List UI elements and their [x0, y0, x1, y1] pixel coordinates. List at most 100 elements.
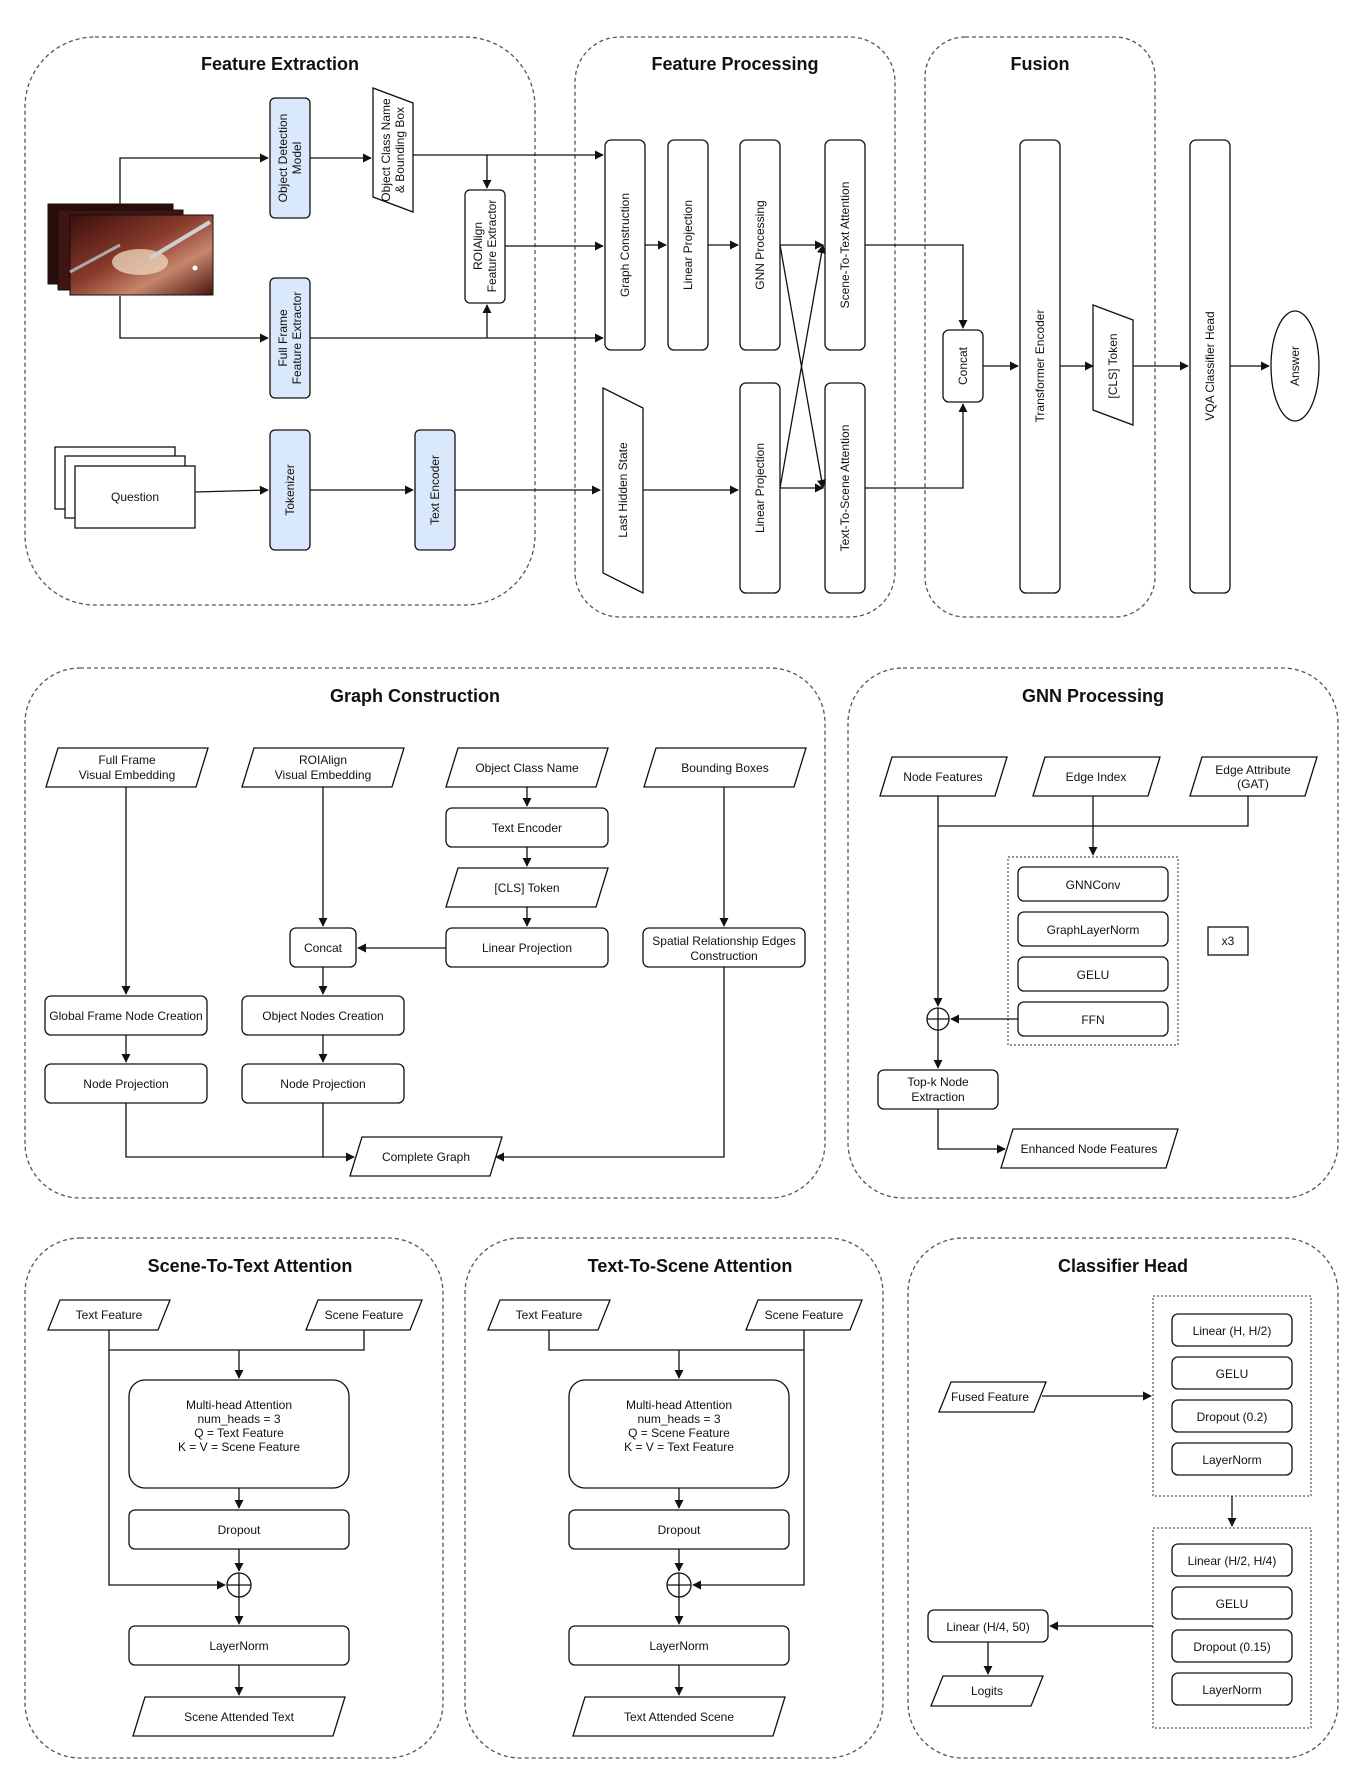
fusion-concat-label: Concat — [956, 346, 970, 385]
ch-logits-shape — [930, 1675, 1044, 1707]
surgical-frames-image — [47, 203, 214, 296]
fp-linear-projection-bottom-label: Linear Projection — [753, 443, 767, 533]
gc-object-class-name-label: Object Class Name — [475, 761, 579, 775]
gnn-layer-block — [1007, 856, 1179, 1046]
s2t-layernorm-label: LayerNorm — [209, 1639, 268, 1653]
panel-title-graph-construction: Graph Construction — [330, 686, 500, 706]
ch-dropout-1-label: Dropout (0.2) — [1197, 1410, 1268, 1424]
gc-complete-graph-label: Complete Graph — [382, 1150, 470, 1164]
gnn-residual-add — [926, 1007, 950, 1031]
s2t-connectors — [108, 1330, 365, 1696]
s2t-residual-add — [226, 1572, 252, 1598]
gnn-repeat-label: x3 — [1222, 934, 1235, 948]
gnn-edge-index-label: Edge Index — [1066, 770, 1127, 784]
ch-dropout-2-label: Dropout (0.15) — [1193, 1640, 1270, 1654]
answer-label: Answer — [1288, 346, 1302, 386]
ch-layernorm-2-label: LayerNorm — [1202, 1683, 1261, 1697]
t2s-dropout-label: Dropout — [658, 1523, 701, 1537]
ch-dropout-1-box — [1171, 1399, 1293, 1433]
ch-layernorm-2-box — [1171, 1672, 1293, 1706]
gc-node-projection-1-label: Node Projection — [83, 1077, 168, 1091]
object-class-bbox-label: Object Class Name& Bounding Box — [379, 98, 407, 202]
gnn-enhanced-features-shape — [1000, 1128, 1179, 1169]
ch-block-2 — [1152, 1527, 1312, 1729]
gnn-gnnconv-label: GNNConv — [1066, 878, 1121, 892]
roialign-extractor-label: ROIAlignFeature Extractor — [471, 200, 499, 293]
object-detection-model-label: Object DetectionModel — [276, 114, 304, 203]
panel-fusion — [924, 36, 1156, 618]
tokenizer-label: Tokenizer — [283, 464, 297, 515]
panel-title-gnn-processing: GNN Processing — [1022, 686, 1164, 706]
ch-layernorm-1-label: LayerNorm — [1202, 1453, 1261, 1467]
ch-linear-2-label: Linear (H/2, H/4) — [1188, 1554, 1277, 1568]
s2t-scene-feature-shape — [305, 1299, 423, 1331]
fp-graph-construction-label: Graph Construction — [618, 193, 632, 297]
gc-linear-projection-label: Linear Projection — [482, 941, 572, 955]
gc-object-class-name-shape — [445, 747, 609, 788]
gnn-edge-index-shape — [1032, 756, 1161, 797]
gc-bounding-boxes-label: Bounding Boxes — [681, 761, 768, 775]
s2t-dropout-label: Dropout — [218, 1523, 261, 1537]
gc-node-projection-2-label: Node Projection — [280, 1077, 365, 1091]
t2s-text-feature-label: Text Feature — [516, 1308, 583, 1322]
fp-last-hidden-state-shape — [602, 386, 644, 595]
s2t-output-label: Scene Attended Text — [184, 1710, 295, 1724]
ch-gelu-2-box — [1171, 1586, 1293, 1620]
object-class-bbox-shape — [372, 87, 414, 213]
panel-title-text-to-scene: Text-To-Scene Attention — [588, 1256, 793, 1276]
gnn-node-features-shape — [879, 756, 1008, 797]
fusion-cls-token-label: [CLS] Token — [1106, 333, 1120, 398]
gc-roialign-embedding-shape — [241, 747, 405, 788]
gnn-connectors — [933, 796, 1249, 1154]
gc-full-frame-embedding-shape — [45, 747, 209, 788]
gnn-enhanced-features-label: Enhanced Node Features — [1021, 1142, 1158, 1156]
graph-construction-connectors — [121, 787, 729, 1162]
panel-feature-extraction — [24, 36, 536, 606]
s2t-scene-feature-label: Scene Feature — [325, 1308, 404, 1322]
ch-linear-2-box — [1171, 1543, 1293, 1577]
t2s-output-label: Text Attended Scene — [624, 1710, 734, 1724]
ch-layernorm-1-box — [1171, 1442, 1293, 1476]
panel-title-fusion: Fusion — [1011, 54, 1070, 74]
ch-linear-1-label: Linear (H, H/2) — [1193, 1324, 1272, 1338]
panel-title-classifier-head: Classifier Head — [1058, 1256, 1188, 1276]
s2t-text-feature-label: Text Feature — [76, 1308, 143, 1322]
fusion-connectors — [865, 244, 1270, 489]
ch-fused-feature-shape — [938, 1381, 1047, 1413]
gc-concat-label: Concat — [304, 941, 343, 955]
panel-classifier-head — [907, 1237, 1339, 1759]
t2s-output-shape — [572, 1696, 786, 1737]
t2s-layernorm-label: LayerNorm — [649, 1639, 708, 1653]
fp-text-to-scene-label: Text-To-Scene Attention — [838, 425, 852, 552]
ch-linear-out-label: Linear (H/4, 50) — [946, 1620, 1029, 1634]
panel-text-to-scene — [464, 1237, 884, 1759]
ch-gelu-1-label: GELU — [1216, 1367, 1249, 1381]
gnn-edge-attribute-label: Edge Attribute(GAT) — [1215, 763, 1291, 791]
t2s-scene-feature-shape — [745, 1299, 863, 1331]
feature-processing-connectors — [643, 240, 827, 495]
transformer-encoder-label: Transformer Encoder — [1033, 310, 1047, 423]
fp-linear-projection-top-label: Linear Projection — [681, 200, 695, 290]
gnn-repeat-badge — [1207, 926, 1249, 956]
t2s-connectors — [548, 1330, 805, 1696]
question-label: Question — [111, 490, 159, 504]
gnn-gnnconv-box — [1017, 866, 1169, 902]
panel-scene-to-text — [24, 1237, 444, 1759]
classifier-connectors — [983, 1391, 1237, 1675]
text-encoder-label: Text Encoder — [428, 455, 442, 525]
ch-logits-label: Logits — [971, 1684, 1003, 1698]
question-document-stack — [54, 446, 196, 529]
t2s-scene-feature-label: Scene Feature — [765, 1308, 844, 1322]
gnn-graph-layernorm-label: GraphLayerNorm — [1047, 923, 1140, 937]
gc-complete-graph-shape — [349, 1136, 503, 1177]
fp-gnn-processing-label: GNN Processing — [753, 200, 767, 289]
gc-bounding-boxes-shape — [643, 747, 807, 788]
full-frame-extractor-label: Full FrameFeature Extractor — [276, 292, 304, 385]
gnn-gelu-label: GELU — [1077, 968, 1110, 982]
panel-title-feature-extraction: Feature Extraction — [201, 54, 359, 74]
gc-object-nodes-label: Object Nodes Creation — [262, 1009, 383, 1023]
ch-gelu-1-box — [1171, 1356, 1293, 1390]
